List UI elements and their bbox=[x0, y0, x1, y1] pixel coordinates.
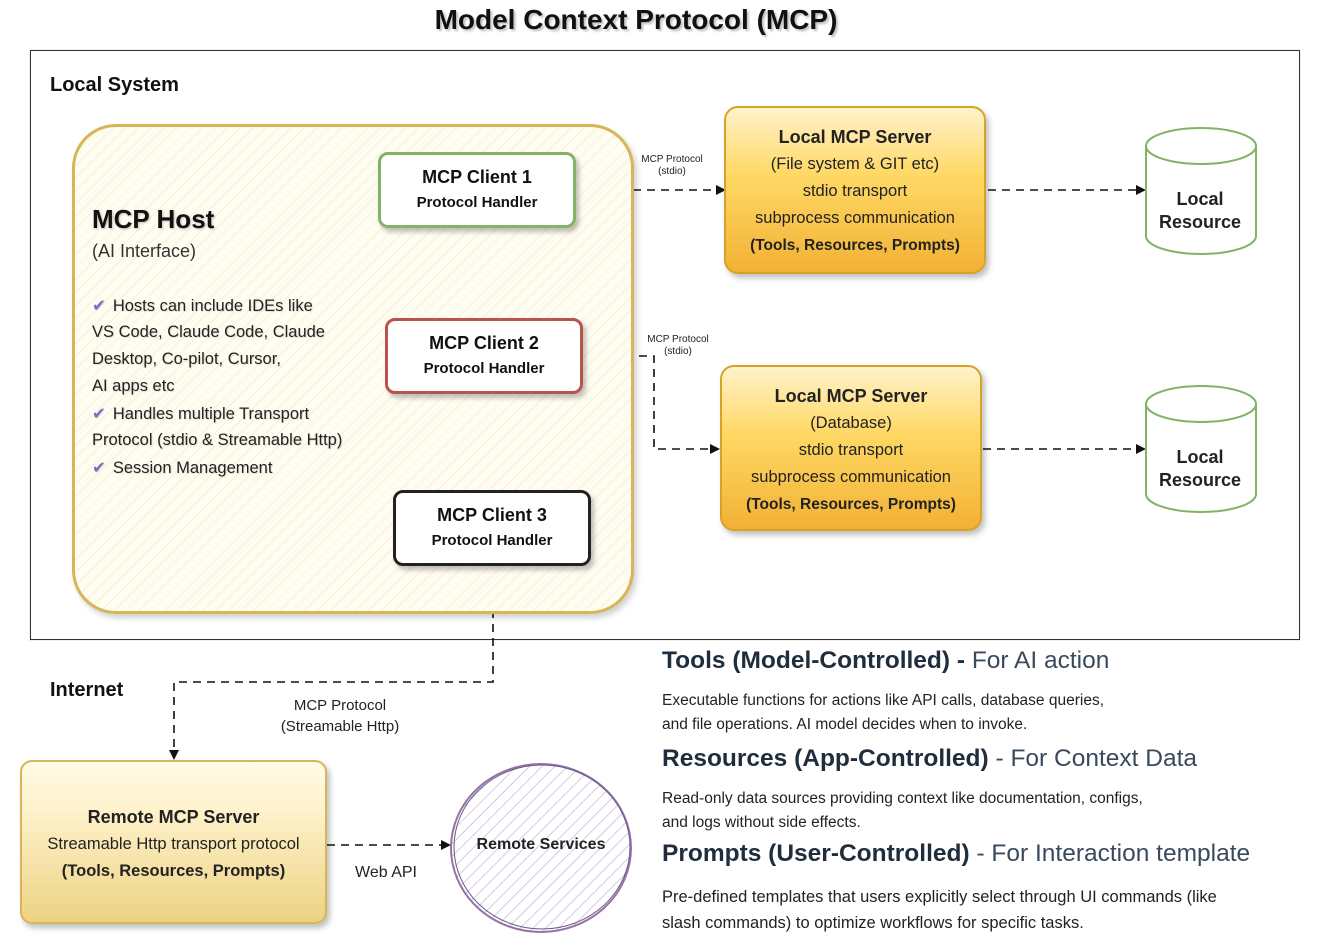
database-cylinder-icon bbox=[1145, 127, 1257, 255]
local-mcp-server-filesystem: Local MCP Server (File system & GIT etc)… bbox=[724, 106, 986, 274]
prompts-heading: Prompts (User-Controlled) - For Interact… bbox=[662, 840, 1251, 867]
server-capabilities: (Tools, Resources, Prompts) bbox=[746, 496, 956, 513]
client-role: Protocol Handler bbox=[416, 194, 538, 211]
resources-heading: Resources (App-Controlled) - For Context… bbox=[662, 745, 1198, 772]
edge-label-stdio: MCP Protocol(stdio) bbox=[647, 334, 709, 357]
checkmark-icon: ✔ bbox=[92, 459, 106, 477]
edge-label-web-api: Web API bbox=[355, 864, 417, 881]
mcp-client-1: MCP Client 1 Protocol Handler bbox=[378, 152, 576, 228]
local-resource-label: Local Resource bbox=[1158, 189, 1242, 232]
local-system-label: Local System bbox=[50, 74, 179, 96]
host-feature-line: ✔Hosts can include IDEs like bbox=[92, 297, 313, 315]
server-communication: subprocess communication bbox=[751, 468, 951, 486]
client-role: Protocol Handler bbox=[431, 532, 553, 549]
checkmark-icon: ✔ bbox=[92, 297, 106, 315]
client-name: MCP Client 1 bbox=[422, 167, 532, 187]
server-detail: (File system & GIT etc) bbox=[770, 155, 940, 173]
server-transport: Streamable Http transport protocol bbox=[47, 835, 300, 853]
mcp-client-3: MCP Client 3 Protocol Handler bbox=[393, 490, 591, 566]
tools-heading: Tools (Model-Controlled) - For AI action bbox=[662, 647, 1110, 674]
internet-label: Internet bbox=[50, 679, 124, 701]
server-detail: (Database) bbox=[810, 414, 892, 432]
client-role: Protocol Handler bbox=[423, 360, 545, 377]
prompts-description: Pre-defined templates that users explici… bbox=[662, 888, 1217, 932]
host-feature-line: Protocol (stdio & Streamable Http) bbox=[92, 431, 343, 449]
server-transport: stdio transport bbox=[798, 441, 904, 459]
local-system-frame bbox=[30, 50, 1300, 640]
edge-label-streamable: MCP Protocol(Streamable Http) bbox=[280, 697, 400, 735]
diagram-title: Model Context Protocol (MCP) bbox=[434, 4, 838, 35]
server-capabilities: (Tools, Resources, Prompts) bbox=[750, 237, 960, 254]
server-communication: subprocess communication bbox=[755, 209, 955, 227]
server-title: Local MCP Server bbox=[774, 386, 928, 406]
local-mcp-server-database: Local MCP Server (Database) stdio transp… bbox=[720, 365, 982, 531]
host-feature-line: Desktop, Co-pilot, Cursor, bbox=[92, 350, 281, 368]
resources-description: Read-only data sources providing context… bbox=[662, 790, 1143, 831]
client-name: MCP Client 3 bbox=[437, 505, 547, 525]
host-feature-line: VS Code, Claude Code, Claude bbox=[92, 323, 325, 341]
host-feature-line: ✔Handles multiple Transport bbox=[92, 405, 310, 423]
remote-services-label: Remote Services bbox=[476, 836, 606, 853]
mcp-client-2: MCP Client 2 Protocol Handler bbox=[385, 318, 583, 394]
local-resource-label: Local Resource bbox=[1158, 447, 1242, 490]
host-feature-line: AI apps etc bbox=[92, 377, 175, 395]
checkmark-icon: ✔ bbox=[92, 405, 106, 423]
database-cylinder-icon bbox=[1145, 385, 1257, 513]
server-title: Remote MCP Server bbox=[87, 807, 260, 827]
server-transport: stdio transport bbox=[802, 182, 908, 200]
remote-services-circle-icon bbox=[450, 763, 632, 933]
edge-label-stdio: MCP Protocol(stdio) bbox=[641, 154, 703, 177]
server-title: Local MCP Server bbox=[778, 127, 932, 147]
tools-description: Executable functions for actions like AP… bbox=[662, 692, 1104, 733]
server-capabilities: (Tools, Resources, Prompts) bbox=[61, 862, 286, 880]
mcp-host-title: MCP Host bbox=[92, 204, 215, 234]
mcp-host-subtitle: (AI Interface) bbox=[92, 241, 197, 261]
client-name: MCP Client 2 bbox=[429, 333, 539, 353]
edge-client3-remote bbox=[169, 568, 494, 760]
host-feature-line: ✔Session Management bbox=[92, 459, 273, 477]
remote-mcp-server: Remote MCP Server Streamable Http transp… bbox=[20, 760, 327, 924]
